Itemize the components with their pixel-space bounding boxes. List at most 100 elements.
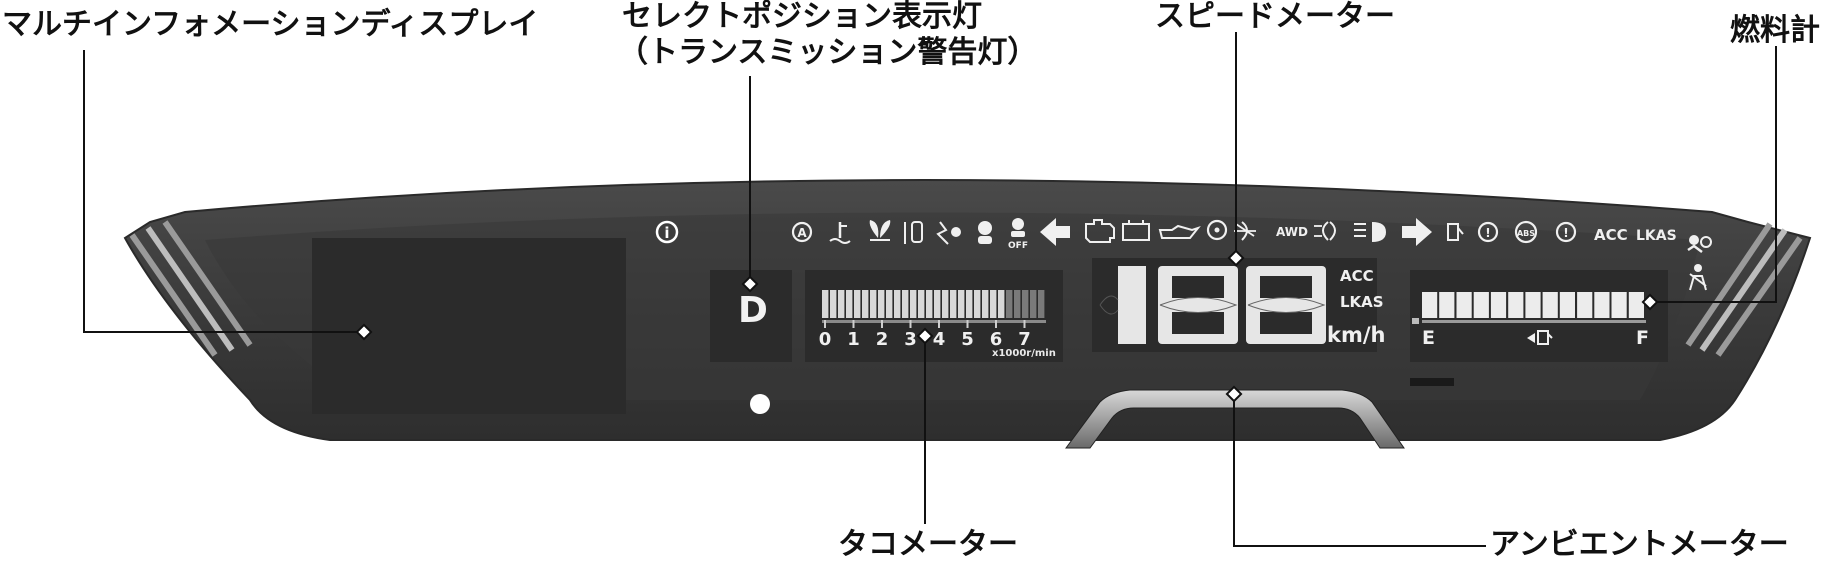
turn-right-indicator-icon bbox=[1402, 218, 1432, 246]
callout-multi-info-display: マルチインフォメーションディスプレイ bbox=[2, 7, 539, 42]
high-beam-icon bbox=[1354, 222, 1386, 242]
seatbelt-reminder-icon bbox=[1689, 264, 1707, 291]
fuel-segment bbox=[1594, 292, 1610, 318]
lane-departure-icon bbox=[936, 221, 961, 245]
tach-tick-label: 4 bbox=[933, 329, 946, 350]
fuel-baseline bbox=[1422, 320, 1646, 323]
awd-indicator: AWD bbox=[1276, 225, 1308, 239]
lights-on-icon bbox=[1314, 221, 1336, 241]
fuel-segment bbox=[1422, 292, 1438, 318]
tach-segment bbox=[846, 290, 853, 318]
tach-tick-label: 7 bbox=[1018, 329, 1031, 350]
tach-segment bbox=[982, 290, 989, 318]
left-wing-stripes bbox=[129, 220, 253, 357]
speed-digit-1 bbox=[1099, 266, 1146, 344]
tach-segment bbox=[878, 290, 885, 318]
tachometer-unit: x1000r/min bbox=[992, 348, 1056, 359]
fuel-segment bbox=[1525, 292, 1541, 318]
speed-digit-2 bbox=[1158, 266, 1238, 344]
fuel-segment bbox=[1542, 292, 1558, 318]
tach-segment bbox=[1038, 290, 1045, 318]
tach-segment bbox=[886, 290, 893, 318]
callout-ambient-meter: アンビエントメーター bbox=[1490, 527, 1789, 562]
fuel-gauge-bar-graph bbox=[1422, 292, 1646, 323]
speedometer-unit: km/h bbox=[1327, 323, 1385, 347]
tach-segment bbox=[854, 290, 861, 318]
leader-markers bbox=[355, 249, 1659, 403]
tach-baseline bbox=[822, 320, 1046, 323]
fuel-empty-label: E bbox=[1422, 327, 1435, 349]
warning-indicator-row: A OFF bbox=[791, 218, 1712, 291]
svg-text:!: ! bbox=[1485, 226, 1490, 240]
tach-segment bbox=[822, 290, 829, 318]
tach-segment bbox=[1014, 290, 1021, 318]
tach-tick-label: 1 bbox=[847, 329, 860, 350]
tach-tick-label: 6 bbox=[990, 329, 1003, 350]
callout-tachometer: タコメーター bbox=[838, 527, 1018, 562]
fuel-segment bbox=[1508, 292, 1524, 318]
tach-segment bbox=[958, 290, 965, 318]
fuel-segment bbox=[1456, 292, 1472, 318]
leader-multi-info bbox=[83, 50, 364, 333]
tach-segment bbox=[990, 290, 997, 318]
speedometer-acc-label: ACC bbox=[1340, 267, 1374, 285]
tach-segment bbox=[918, 290, 925, 318]
odometer-reset-knob[interactable] bbox=[750, 394, 770, 414]
tach-segment bbox=[926, 290, 933, 318]
speed-digit-3 bbox=[1246, 266, 1326, 344]
acc-indicator: ACC bbox=[1594, 226, 1628, 244]
callout-speedometer: スピードメーター bbox=[1155, 0, 1395, 34]
power-steering-icon bbox=[1206, 219, 1228, 241]
oil-pressure-icon bbox=[1158, 224, 1201, 239]
tach-segment bbox=[894, 290, 901, 318]
driver-attention-icon bbox=[978, 221, 992, 244]
right-wing-stripes bbox=[1685, 222, 1803, 357]
tach-tick-label: 2 bbox=[876, 329, 889, 350]
fuel-full-label: F bbox=[1636, 327, 1649, 349]
battery-charge-icon bbox=[1122, 220, 1150, 241]
svg-text:i: i bbox=[664, 224, 669, 242]
leader-ambient bbox=[1233, 394, 1486, 547]
svg-text:OFF: OFF bbox=[1008, 241, 1028, 251]
svg-text:!: ! bbox=[1563, 226, 1568, 240]
fuel-segment bbox=[1628, 292, 1644, 318]
tach-tick-label: 0 bbox=[819, 329, 832, 350]
traction-off-icon: OFF bbox=[1008, 218, 1028, 251]
abs-icon: ABS bbox=[1514, 220, 1538, 244]
callout-fuel-gauge: 燃料計 bbox=[1730, 13, 1820, 48]
tach-segment bbox=[838, 290, 845, 318]
parking-brake-icon: ! bbox=[1555, 221, 1577, 243]
speedometer-lkas-label: LKAS bbox=[1340, 293, 1384, 311]
tach-segment bbox=[966, 290, 973, 318]
lkas-indicator: LKAS bbox=[1636, 228, 1677, 244]
auto-high-beam-icon: A bbox=[791, 221, 813, 243]
tach-segment bbox=[974, 290, 981, 318]
eco-assist-icon bbox=[869, 220, 891, 241]
tachometer-bar-graph bbox=[822, 290, 1046, 323]
fuel-segment bbox=[1473, 292, 1489, 318]
fuel-segment bbox=[1559, 292, 1575, 318]
tach-segment bbox=[1030, 290, 1037, 318]
fuel-segment bbox=[1439, 292, 1455, 318]
tach-segment bbox=[862, 290, 869, 318]
callout-select-position-line1: セレクトポジション表示灯 bbox=[622, 0, 982, 34]
fuel-segment bbox=[1490, 292, 1507, 318]
turn-left-indicator-icon bbox=[1040, 218, 1070, 246]
brake-system-icon: ! bbox=[1477, 221, 1499, 243]
ambient-meter bbox=[1065, 389, 1405, 449]
tach-segment bbox=[942, 290, 949, 318]
tach-segment bbox=[1006, 290, 1013, 318]
info-icon: i bbox=[655, 220, 679, 244]
tach-segment bbox=[950, 290, 957, 318]
svg-text:ABS: ABS bbox=[1517, 229, 1535, 238]
airbag-warning-icon bbox=[1687, 235, 1712, 253]
svg-text:A: A bbox=[797, 226, 807, 240]
tach-tick-label: 5 bbox=[961, 329, 974, 350]
tach-segment bbox=[830, 290, 837, 318]
leader-fuel-gauge bbox=[1650, 46, 1777, 303]
fuel-segment bbox=[1611, 292, 1627, 318]
tach-segment bbox=[902, 290, 909, 318]
tach-segment bbox=[910, 290, 917, 318]
tach-segment bbox=[998, 290, 1005, 318]
tach-segment bbox=[870, 290, 877, 318]
